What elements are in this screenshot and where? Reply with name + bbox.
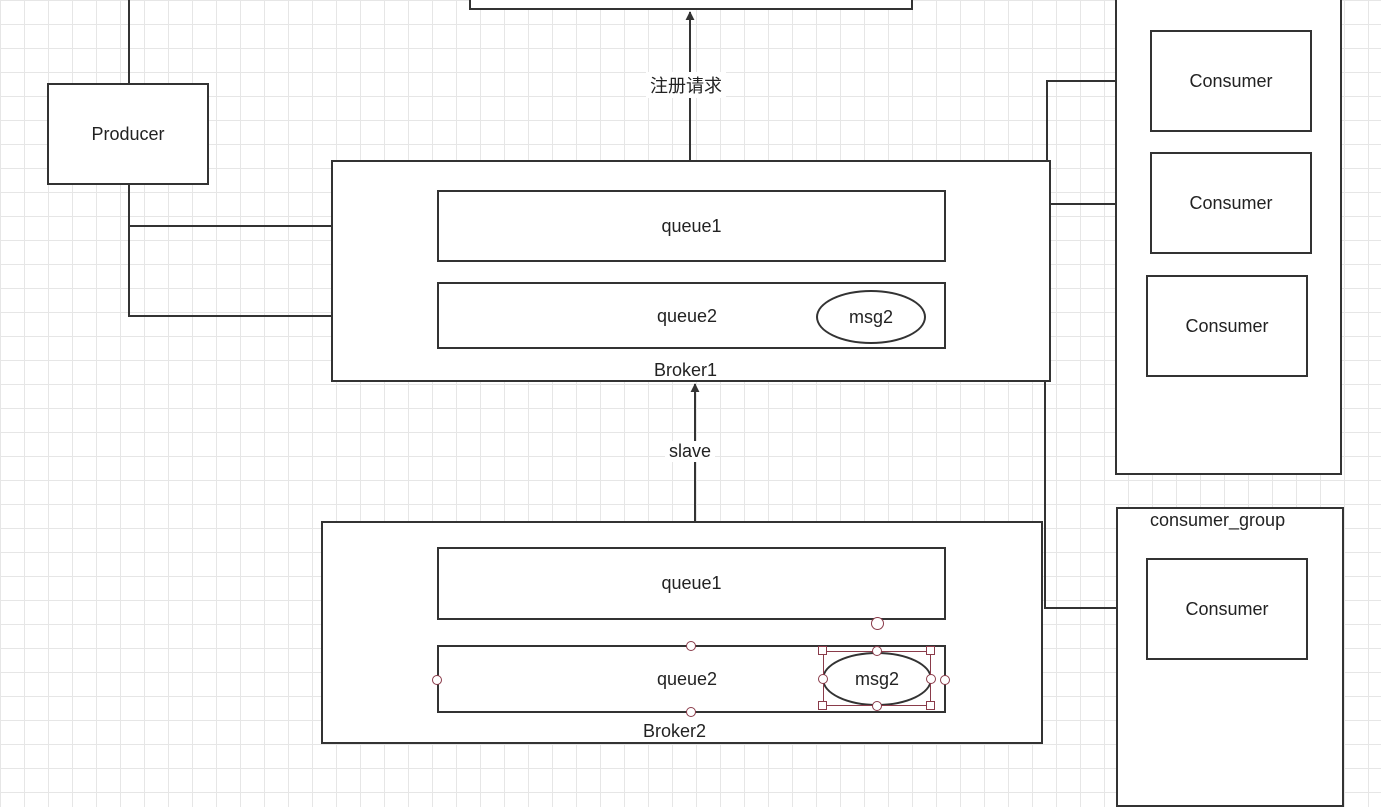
broker2-msg2-label: msg2 <box>854 668 899 689</box>
producer-node[interactable]: Producer <box>47 83 209 185</box>
broker1-queue1-label: queue1 <box>661 215 722 236</box>
broker1-label: Broker1 <box>654 360 718 380</box>
register-request-label: 注册请求 <box>646 72 726 98</box>
consumer-1-label: Consumer <box>1189 70 1273 91</box>
consumer-group-label: consumer_group <box>1150 510 1286 530</box>
consumer-node-3[interactable]: Consumer <box>1146 275 1308 377</box>
broker1-msg2[interactable]: msg2 <box>816 290 926 344</box>
msg2-handle-w[interactable] <box>818 674 828 684</box>
broker1-msg2-label: msg2 <box>848 306 893 327</box>
broker2-label: Broker2 <box>643 721 707 741</box>
msg2-handle-sw[interactable] <box>818 701 827 710</box>
queue2-handle-top[interactable] <box>686 641 696 651</box>
broker2-queue2-label: queue2 <box>657 669 718 689</box>
consumer-node-4[interactable]: Consumer <box>1146 558 1308 660</box>
broker1-queue2-label: queue2 <box>657 306 718 326</box>
msg2-handle-se[interactable] <box>926 701 935 710</box>
msg2-handle-nw[interactable] <box>818 646 827 655</box>
consumer-2-label: Consumer <box>1189 192 1273 213</box>
broker2-queue1[interactable]: queue1 <box>437 547 946 620</box>
broker1-queue1[interactable]: queue1 <box>437 190 946 262</box>
name-server-box[interactable] <box>469 0 913 10</box>
msg2-handle-s[interactable] <box>872 701 882 711</box>
msg2-handle-ne[interactable] <box>926 646 935 655</box>
consumer-node-1[interactable]: Consumer <box>1150 30 1312 132</box>
msg2-selection-box <box>823 651 931 706</box>
broker2-queue1-label: queue1 <box>661 573 722 593</box>
queue2-handle-right[interactable] <box>940 675 950 685</box>
queue2-handle-bottom[interactable] <box>686 707 696 717</box>
msg2-handle-n[interactable] <box>872 646 882 656</box>
queue2-handle-left[interactable] <box>432 675 442 685</box>
msg2-rotate-handle[interactable] <box>871 617 884 630</box>
producer-label: Producer <box>91 123 165 144</box>
consumer-4-label: Consumer <box>1185 598 1269 619</box>
consumer-3-label: Consumer <box>1185 315 1269 336</box>
slave-label: slave <box>665 441 716 462</box>
consumer-node-2[interactable]: Consumer <box>1150 152 1312 254</box>
msg2-handle-e[interactable] <box>926 674 936 684</box>
